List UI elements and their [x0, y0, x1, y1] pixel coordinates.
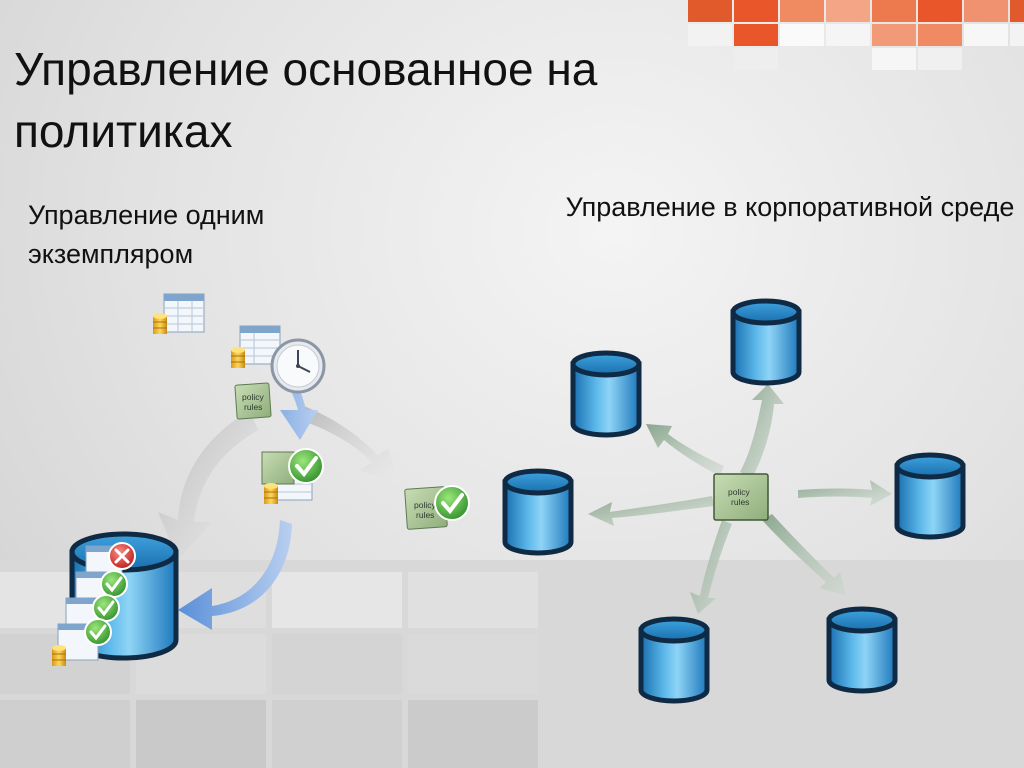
enterprise-heading: Управление в корпоративной среде — [565, 192, 1015, 222]
single-instance-diagram: policy rules — [52, 293, 470, 666]
decorative-squares — [688, 0, 1024, 70]
policy-label: policy — [728, 487, 750, 497]
database-cylinder-icon — [826, 606, 898, 694]
green-check-icon — [100, 570, 128, 598]
green-check-icon — [92, 594, 120, 622]
rules-label: rules — [731, 497, 749, 507]
database-cylinder-icon — [502, 468, 574, 556]
rules-label: rules — [244, 402, 262, 412]
database-cylinder-icon — [730, 298, 802, 386]
green-check-icon — [434, 485, 470, 521]
database-cylinder-icon — [638, 616, 710, 704]
single-instance-heading: Управление одним экземпляром — [28, 200, 265, 269]
coin-stack-icon — [52, 645, 66, 666]
coin-stack-icon — [153, 313, 167, 334]
policy-label: policy — [242, 392, 264, 402]
green-check-icon — [288, 448, 324, 484]
database-cylinder-icon — [894, 452, 966, 540]
flow-arrow-icon — [158, 410, 258, 560]
flow-arrow-icon — [740, 384, 784, 478]
flow-arrow-icon — [798, 480, 892, 506]
green-check-icon — [84, 618, 112, 646]
red-x-icon — [108, 542, 136, 570]
database-cylinder-icon — [570, 350, 642, 438]
flow-arrow-icon — [178, 520, 292, 630]
enterprise-diagram: policy rules — [502, 298, 966, 704]
data-table-icon — [163, 293, 205, 333]
slide-title: Управление основанное на политиках — [14, 43, 598, 157]
coin-stack-icon — [264, 483, 278, 504]
clock-icon — [270, 338, 326, 394]
flow-arrow-icon — [762, 514, 846, 596]
policy-rules-icon: policy rules — [713, 473, 769, 521]
rules-label: rules — [416, 510, 434, 520]
flow-arrow-icon — [300, 406, 400, 486]
flow-arrow-icon — [690, 520, 732, 614]
policy-label: policy — [414, 500, 436, 510]
flow-arrow-icon — [588, 496, 714, 526]
policy-rules-icon: policy rules — [234, 382, 272, 420]
flow-arrow-icon — [240, 330, 318, 440]
flow-arrow-icon — [646, 424, 724, 476]
coin-stack-icon — [231, 347, 245, 368]
